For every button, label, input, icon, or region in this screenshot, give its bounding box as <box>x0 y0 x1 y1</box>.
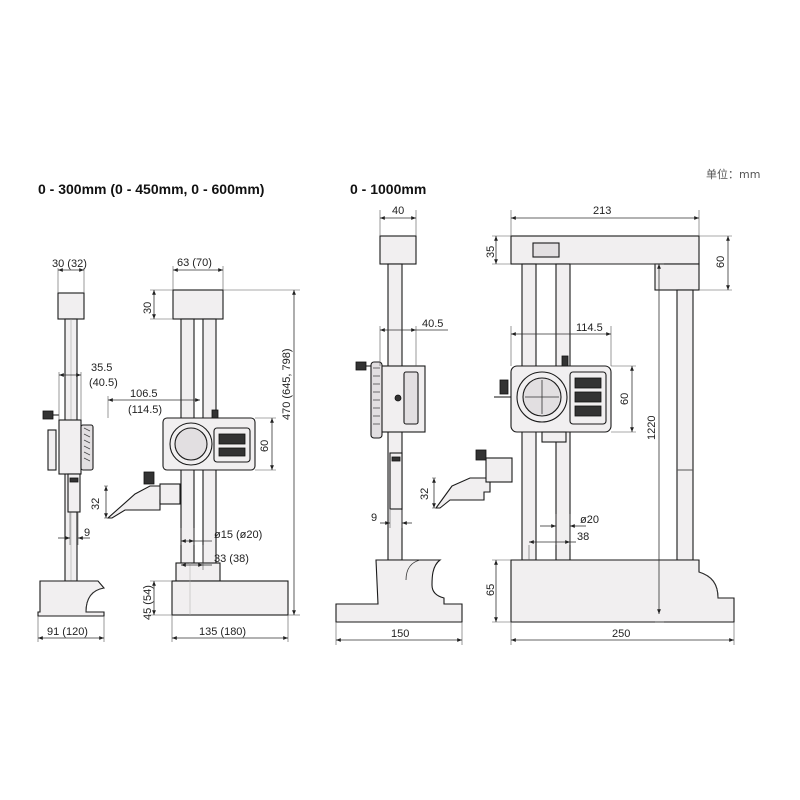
dim-213: 213 <box>593 205 611 217</box>
dim-35-5: 35.5 <box>91 362 112 374</box>
dim-60-top: 60 <box>715 256 727 268</box>
left-front-base-block <box>175 562 221 582</box>
right-side-view: 40 40.5 9 150 <box>335 205 463 645</box>
dim-65: 65 <box>485 584 497 596</box>
dim-dia20: ø20 <box>580 514 599 526</box>
left-side-view: 30 (32) 35.5 (40.5) 9 91 (120) <box>37 258 118 642</box>
dim-135-180: 135 (180) <box>199 626 246 638</box>
left-front-scriber <box>106 485 167 519</box>
right-front-view: 213 35 60 114.5 60 1220 32 ø20 38 <box>419 205 735 645</box>
left-side-scriber-clamp <box>67 473 81 513</box>
dim-60-slider: 60 <box>619 393 631 405</box>
dim-150: 150 <box>391 628 409 640</box>
dim-9: 9 <box>84 527 90 539</box>
dim-32-right: 32 <box>419 488 431 500</box>
dim-63-70: 63 (70) <box>177 257 212 269</box>
left-front-base <box>171 580 289 616</box>
right-front-top-bracket <box>654 263 700 291</box>
right-side-dial <box>403 371 419 425</box>
dim-250: 250 <box>612 628 630 640</box>
right-front-top-label <box>532 242 560 258</box>
dim-60: 60 <box>259 440 271 452</box>
dim-470: 470 (645, 798) <box>281 348 293 420</box>
right-side-lock-knob <box>355 361 367 371</box>
dim-35: 35 <box>485 246 497 258</box>
dim-114-5-right: 114.5 <box>576 322 603 334</box>
right-side-scriber-clamp <box>389 452 403 510</box>
right-side-base <box>335 559 463 623</box>
dim-45-54: 45 (54) <box>142 585 154 620</box>
dim-38: 38 <box>577 531 589 543</box>
right-front-base <box>510 559 735 623</box>
dim-40-5: (40.5) <box>89 377 118 389</box>
left-front-scriber-clamp <box>159 483 181 505</box>
dim-dia15-dia20: ø15 (ø20) <box>214 529 262 541</box>
right-front-top-beam <box>510 235 700 265</box>
dim-1220: 1220 <box>646 416 658 440</box>
left-front-dial-face <box>174 427 208 461</box>
unit-label: 单位：mm <box>706 168 761 181</box>
dim-30: 30 <box>142 302 154 314</box>
dim-33-38: 33 (38) <box>214 553 249 565</box>
left-front-view: 63 (70) 30 470 (645, 798) 106.5 (114.5) … <box>90 257 300 642</box>
right-front-side-knob <box>499 379 509 395</box>
dim-30-32: 30 (32) <box>52 258 87 270</box>
right-front-scriber-clamp <box>485 457 513 483</box>
right-front-slider-foot <box>541 431 567 443</box>
right-front-clamp-screw <box>475 449 487 461</box>
dim-114-5: (114.5) <box>128 404 162 416</box>
left-front-top-cap <box>172 289 224 320</box>
left-view-title: 0 - 300mm (0 - 450mm, 0 - 600mm) <box>38 181 265 197</box>
left-side-feed-wheel <box>47 429 57 471</box>
dim-40: 40 <box>392 205 404 217</box>
dim-40-5-right: 40.5 <box>422 318 443 330</box>
dim-106-5: 106.5 <box>130 388 158 400</box>
right-side-top-cap <box>379 235 417 265</box>
right-front-scriber <box>434 477 491 509</box>
left-front-clamp-screw <box>143 471 155 485</box>
left-side-base <box>37 580 106 617</box>
left-front-counter-window <box>213 427 251 463</box>
left-side-slider <box>58 419 82 475</box>
right-front-support-column <box>676 289 694 561</box>
dim-32: 32 <box>90 498 102 510</box>
left-side-lock-knob <box>42 410 54 420</box>
left-front-lock-screw <box>211 409 219 419</box>
dim-9-right: 9 <box>371 512 377 524</box>
right-front-lock-screw <box>561 355 569 367</box>
right-view-title: 0 - 1000mm <box>350 181 427 197</box>
dim-91-120: 91 (120) <box>47 626 88 638</box>
left-side-top-cap <box>57 292 85 320</box>
